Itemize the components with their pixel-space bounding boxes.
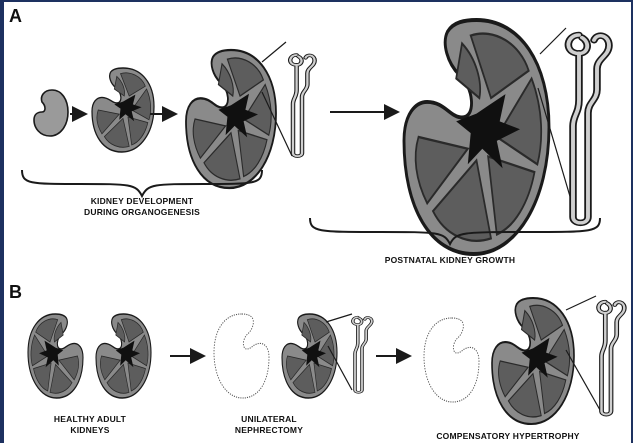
zoom-line: [326, 314, 352, 322]
kidney-icon: [492, 298, 574, 424]
kidney-icon: [186, 50, 276, 188]
caption-development-line2: DURING ORGANOGENESIS: [72, 207, 212, 218]
caption-development: KIDNEY DEVELOPMENT DURING ORGANOGENESIS: [72, 196, 212, 218]
nephron-icon: [353, 317, 372, 392]
caption-hypertrophy: COMPENSATORY HYPERTROPHY: [418, 431, 598, 442]
removed-kidney-icon: [424, 318, 479, 402]
nephron-icon: [599, 302, 625, 415]
kidney-icon: [28, 314, 83, 398]
caption-postnatal: POSTNATAL KIDNEY GROWTH: [370, 255, 530, 266]
zoom-line: [540, 28, 566, 54]
kidney-icon: [282, 314, 337, 398]
kidney-icon: [92, 68, 154, 152]
zoom-line: [566, 296, 596, 310]
panel-a-label: A: [9, 6, 22, 27]
caption-healthy: HEALTHY ADULT KIDNEYS: [40, 414, 140, 436]
kidney-icon: [404, 20, 549, 254]
nephron-icon: [568, 35, 609, 223]
caption-development-line1: KIDNEY DEVELOPMENT: [72, 196, 212, 207]
kidney-bud-icon: [34, 90, 68, 136]
caption-nephrectomy: UNILATERAL NEPHRECTOMY: [224, 414, 314, 436]
zoom-line: [262, 42, 286, 62]
caption-nephrectomy-line2: NEPHRECTOMY: [224, 425, 314, 436]
caption-healthy-line1: HEALTHY ADULT: [40, 414, 140, 425]
panel-b-label: B: [9, 282, 22, 303]
caption-healthy-line2: KIDNEYS: [40, 425, 140, 436]
nephron-icon: [290, 55, 314, 156]
caption-nephrectomy-line1: UNILATERAL: [224, 414, 314, 425]
kidney-icon: [96, 314, 151, 398]
removed-kidney-icon: [214, 314, 269, 398]
